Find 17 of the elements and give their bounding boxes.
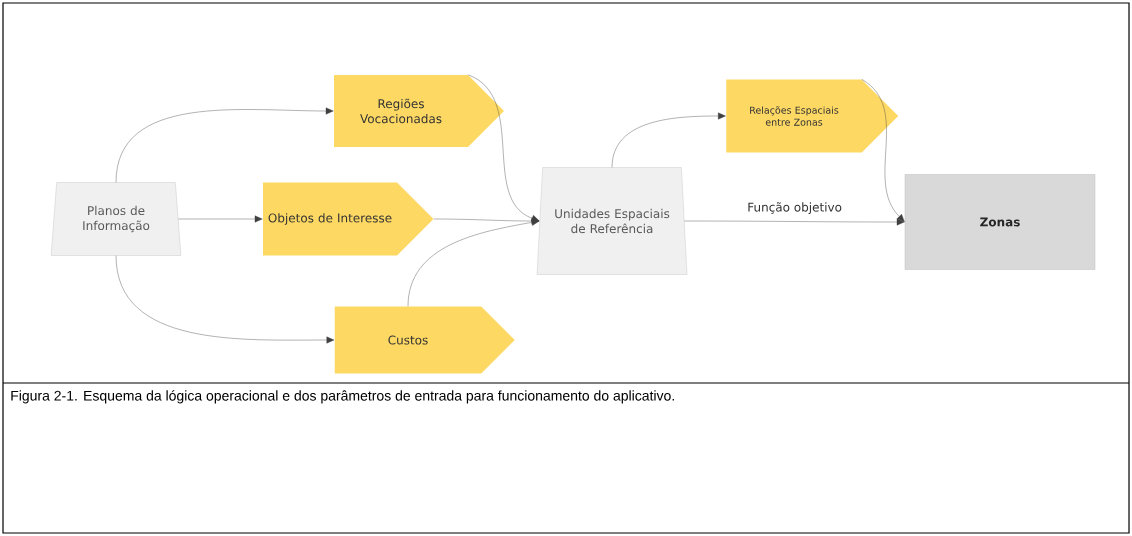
arrow [611,112,726,168]
pentagon-arrow-box: Objetos de Interesse [263,182,434,256]
result-box: Zonas [904,174,1096,270]
arrow [861,79,905,222]
arrow [684,218,905,226]
arrow [467,74,540,222]
arrow [178,215,263,223]
arrow [115,255,335,344]
caption: Figura 2-1. Esquema da lógica operacional e dos parâmetros de entrada para funcionamento do aplicativo. [11,390,674,404]
arrow [115,107,334,183]
input-trapezoid: Planos de Informação [50,182,182,256]
pentagon-arrow-box: Relações Espaciais entre Zonas [726,79,899,153]
edge-label: Função objetivo [748,202,842,214]
pentagon-arrow-box: Regiões Vocacionadas [334,75,504,147]
pentagon-arrow-box: Custos [334,306,515,374]
input-trapezoid: Unidades Espaciais de Referência [536,167,688,275]
arrow [407,218,540,307]
